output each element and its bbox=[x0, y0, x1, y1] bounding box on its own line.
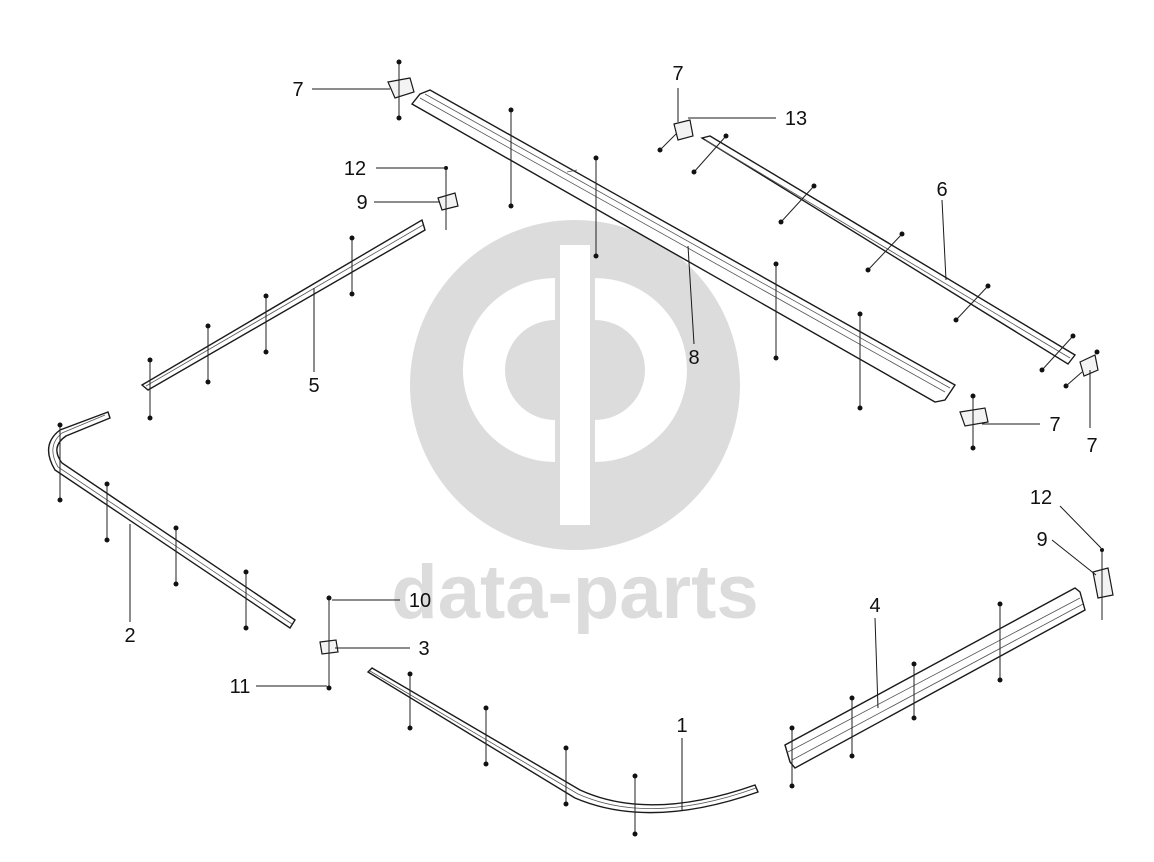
part-7-clip-top-right bbox=[657, 119, 694, 153]
callout-6: 6 bbox=[936, 179, 947, 201]
part-3-clip bbox=[319, 595, 339, 691]
part-1-curved-rail bbox=[366, 667, 759, 814]
callout-3: 3 bbox=[418, 638, 429, 660]
callout-13: 13 bbox=[785, 108, 807, 130]
callout-7-far-right: 7 bbox=[1086, 435, 1097, 457]
watermark-logo bbox=[410, 220, 740, 550]
part-5-rail bbox=[140, 218, 426, 391]
callout-7-top-left: 7 bbox=[292, 79, 303, 101]
callout-7-top-mid: 7 bbox=[672, 63, 683, 85]
callout-1: 1 bbox=[676, 715, 687, 737]
part-9-clip-upper bbox=[437, 166, 459, 230]
part-2-curved-rail bbox=[47, 411, 296, 629]
callout-7-mid-right: 7 bbox=[1049, 414, 1060, 436]
part-7-clip-far-right bbox=[1063, 349, 1100, 389]
fastener-screws bbox=[57, 107, 1076, 837]
callout-12-upper: 12 bbox=[344, 158, 366, 180]
part-8-long-rail bbox=[410, 89, 957, 403]
callout-4: 4 bbox=[869, 595, 880, 617]
callout-11: 11 bbox=[230, 676, 251, 698]
callout-10: 10 bbox=[409, 590, 431, 612]
callout-8: 8 bbox=[688, 347, 699, 369]
part-7-clip-mid-right bbox=[959, 393, 989, 451]
part-9-clip-lower bbox=[1092, 548, 1114, 620]
callout-12-lower: 12 bbox=[1030, 487, 1052, 509]
part-7-clip-top-left bbox=[387, 59, 415, 121]
part-4-rail bbox=[784, 587, 1086, 769]
callout-2: 2 bbox=[124, 625, 135, 647]
callout-9-upper: 9 bbox=[356, 192, 367, 214]
callout-leader-lines bbox=[129, 88, 1102, 810]
watermark-text: data-parts bbox=[391, 550, 758, 635]
callout-9-lower: 9 bbox=[1036, 529, 1047, 551]
part-6-rail bbox=[700, 135, 1077, 365]
callout-5: 5 bbox=[308, 375, 319, 397]
